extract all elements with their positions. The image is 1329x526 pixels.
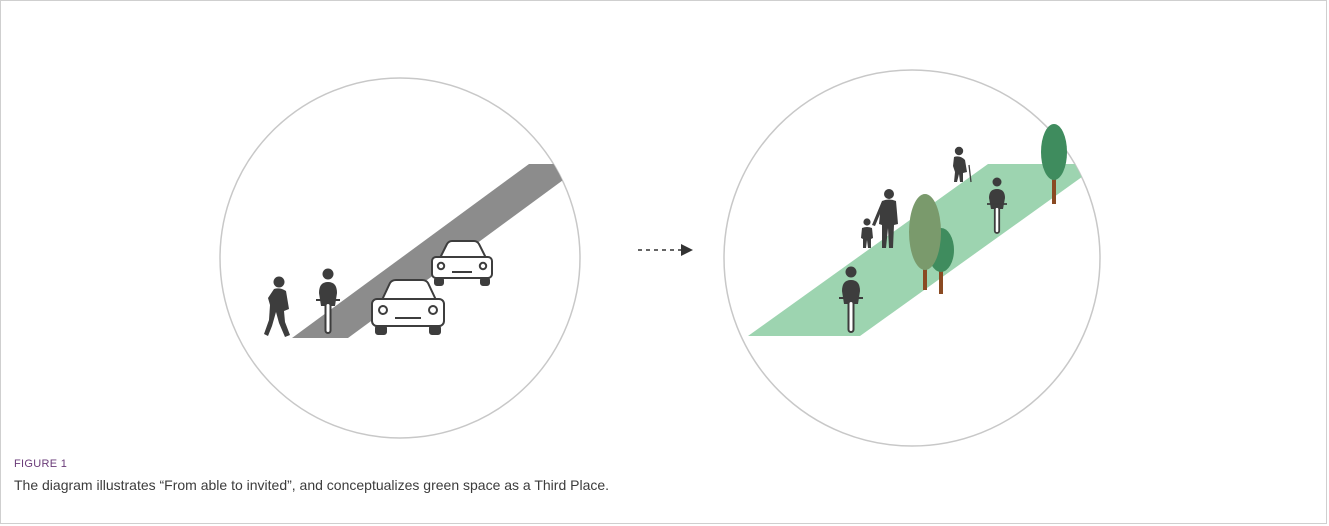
figure-illustration (0, 0, 1329, 450)
left-panel-circle (220, 78, 580, 438)
left-panel (220, 78, 585, 438)
figure-caption: The diagram illustrates “From able to in… (14, 477, 609, 493)
right-panel (724, 70, 1100, 446)
figure-label: FIGURE 1 (14, 458, 67, 470)
